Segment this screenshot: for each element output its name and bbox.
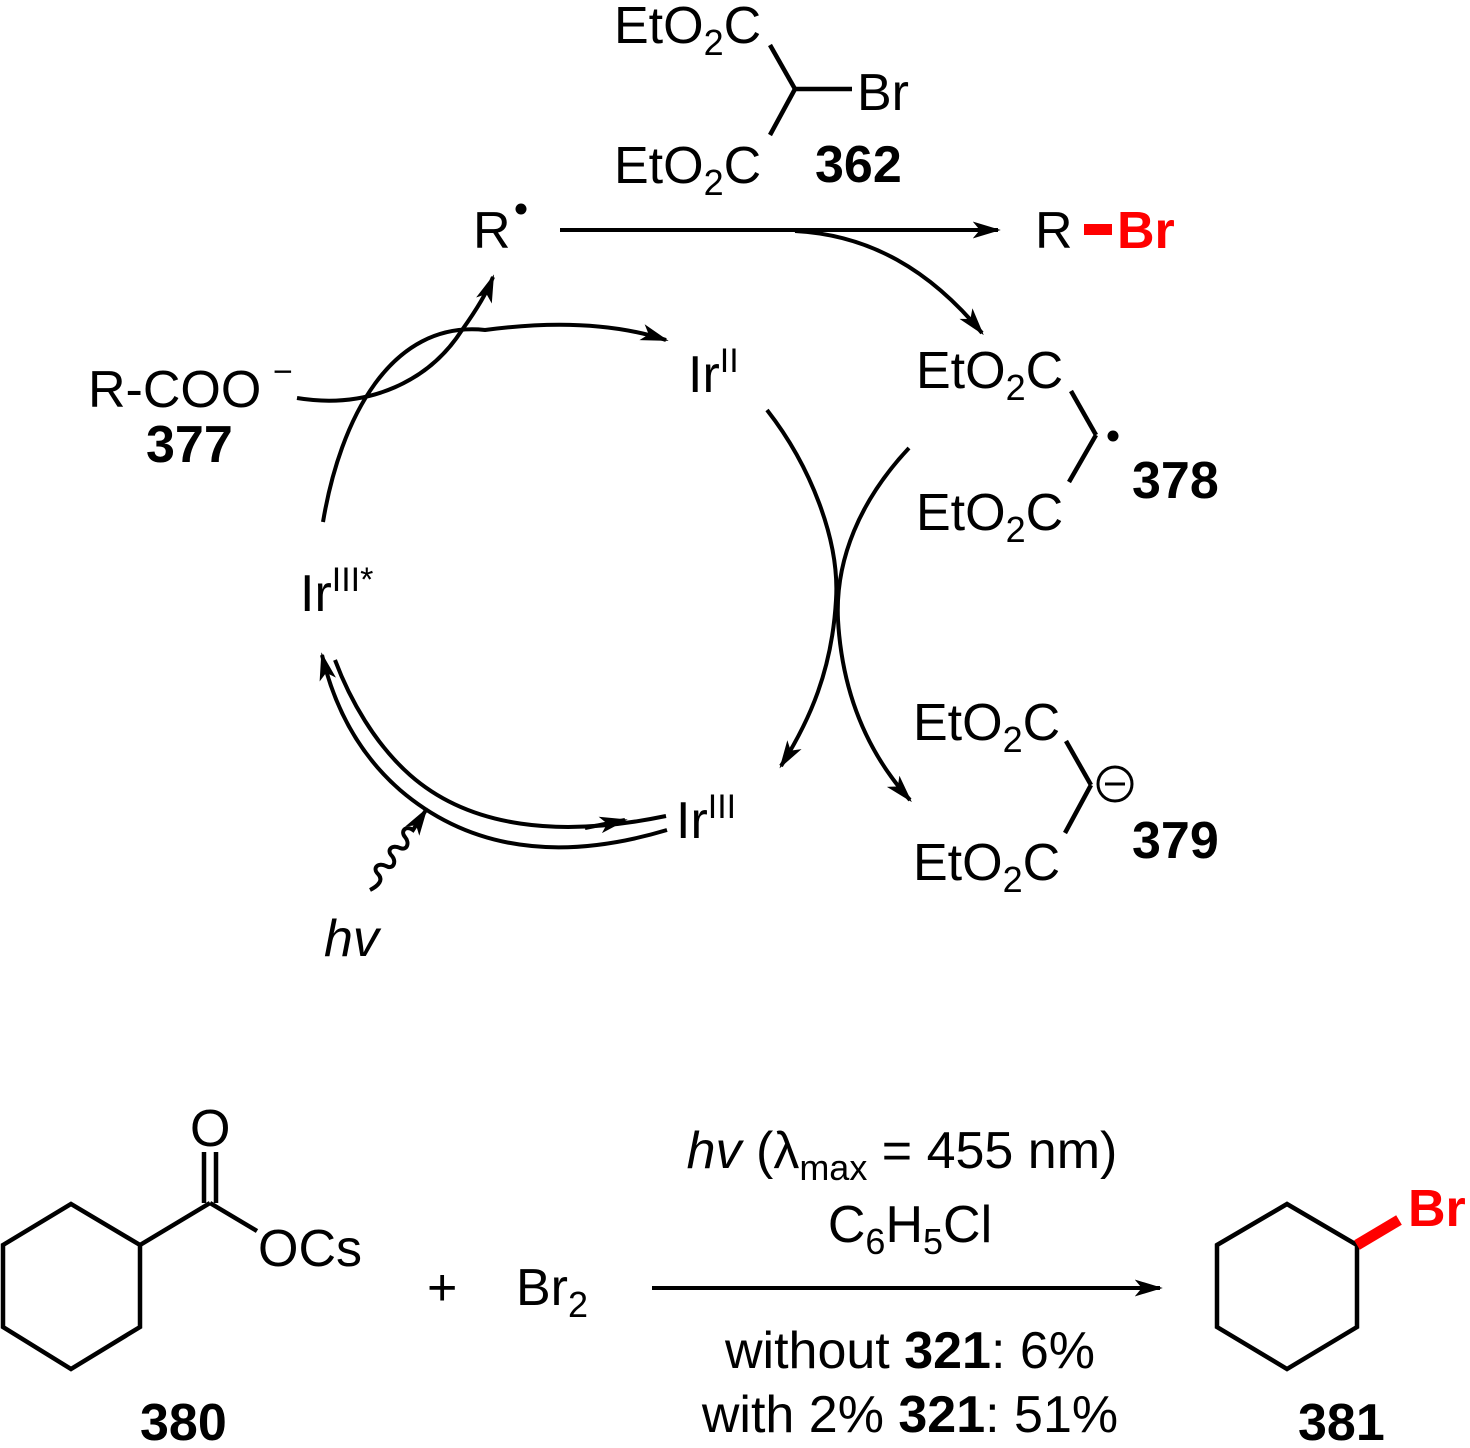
malonyl-radical-378: EtO2C EtO2C 378 bbox=[916, 342, 1219, 550]
highlighted-c-br-bond bbox=[1354, 1215, 1402, 1250]
iridium-iii-excited: IrIII* bbox=[300, 561, 373, 623]
bromine-atom: Br bbox=[857, 64, 909, 122]
bond bbox=[1069, 389, 1098, 437]
highlighted-bond bbox=[1084, 224, 1112, 235]
carbonyl-oxygen: O bbox=[190, 1100, 230, 1158]
light-conditions: hv (λmax = 455 nm) bbox=[687, 1122, 1118, 1188]
product-r: R bbox=[1035, 202, 1073, 260]
cesium-carboxylate: OCs bbox=[258, 1220, 362, 1278]
bond bbox=[208, 1201, 259, 1233]
bond bbox=[768, 87, 797, 137]
yield-without-catalyst: without 321: 6% bbox=[724, 1322, 1095, 1380]
compound-label-378: 378 bbox=[1132, 452, 1219, 510]
product-br: Br bbox=[1117, 202, 1175, 260]
product-381: Br 381 bbox=[1214, 1180, 1466, 1448]
cyclohexane-ring bbox=[1214, 1201, 1360, 1372]
solvent: C6H5Cl bbox=[828, 1196, 992, 1262]
compound-label-381: 381 bbox=[1298, 1394, 1385, 1448]
cyclohexane-ring bbox=[0, 1201, 143, 1372]
negative-charge: − bbox=[273, 353, 293, 391]
compound-label-362: 362 bbox=[815, 136, 902, 194]
alkyl-radical: R bbox=[473, 202, 511, 260]
malonyl-radical-release-arrow bbox=[794, 229, 984, 336]
negative-charge-circle-icon bbox=[1096, 765, 1134, 803]
decarboxylation-arrow bbox=[296, 274, 495, 403]
light-wavy-arrow-icon bbox=[369, 807, 428, 892]
iridium-ii: IrII bbox=[688, 342, 739, 404]
malonate-anion-379: EtO2C EtO2C 379 bbox=[913, 694, 1219, 900]
light-symbol: hv bbox=[324, 910, 382, 968]
radical-dot-icon bbox=[1107, 430, 1119, 442]
ester-group-bottom: EtO2C bbox=[913, 834, 1060, 900]
reductive-quench-arrow bbox=[321, 322, 669, 523]
compound-label-377: 377 bbox=[146, 416, 233, 474]
compound-label-379: 379 bbox=[1132, 812, 1219, 870]
bond bbox=[1063, 783, 1093, 835]
bond bbox=[1064, 739, 1093, 787]
radical-reduction-arrow bbox=[835, 446, 912, 803]
product-bromine: Br bbox=[1408, 1180, 1466, 1238]
plus-sign: + bbox=[427, 1259, 457, 1317]
compound-label-380: 380 bbox=[140, 1394, 227, 1448]
yield-with-catalyst: with 2% 321: 51% bbox=[701, 1386, 1118, 1444]
bond bbox=[138, 1201, 212, 1247]
oxidation-arrow bbox=[765, 408, 839, 769]
iridium-iii: IrIII bbox=[676, 788, 736, 850]
excitation-return-arrowhead bbox=[584, 816, 628, 834]
reagent-362: EtO2C Br EtO2C 362 bbox=[614, 0, 909, 203]
photoexcitation-arrow bbox=[319, 652, 668, 850]
photoexcitation-arrow-outer bbox=[333, 659, 667, 829]
substrate-380: O OCs 380 bbox=[0, 1100, 362, 1448]
ester-group-bottom: EtO2C bbox=[614, 137, 761, 203]
bromine-reagent: Br2 bbox=[516, 1259, 588, 1325]
bond bbox=[1067, 433, 1098, 484]
ester-group-top: EtO2C bbox=[916, 342, 1063, 408]
radical-dot-icon bbox=[515, 203, 527, 215]
bond bbox=[768, 43, 797, 91]
ester-group-bottom: EtO2C bbox=[916, 484, 1063, 550]
carboxylate: R-COO bbox=[88, 361, 261, 419]
ester-group-top: EtO2C bbox=[614, 0, 761, 63]
ester-group-top: EtO2C bbox=[913, 694, 1060, 760]
